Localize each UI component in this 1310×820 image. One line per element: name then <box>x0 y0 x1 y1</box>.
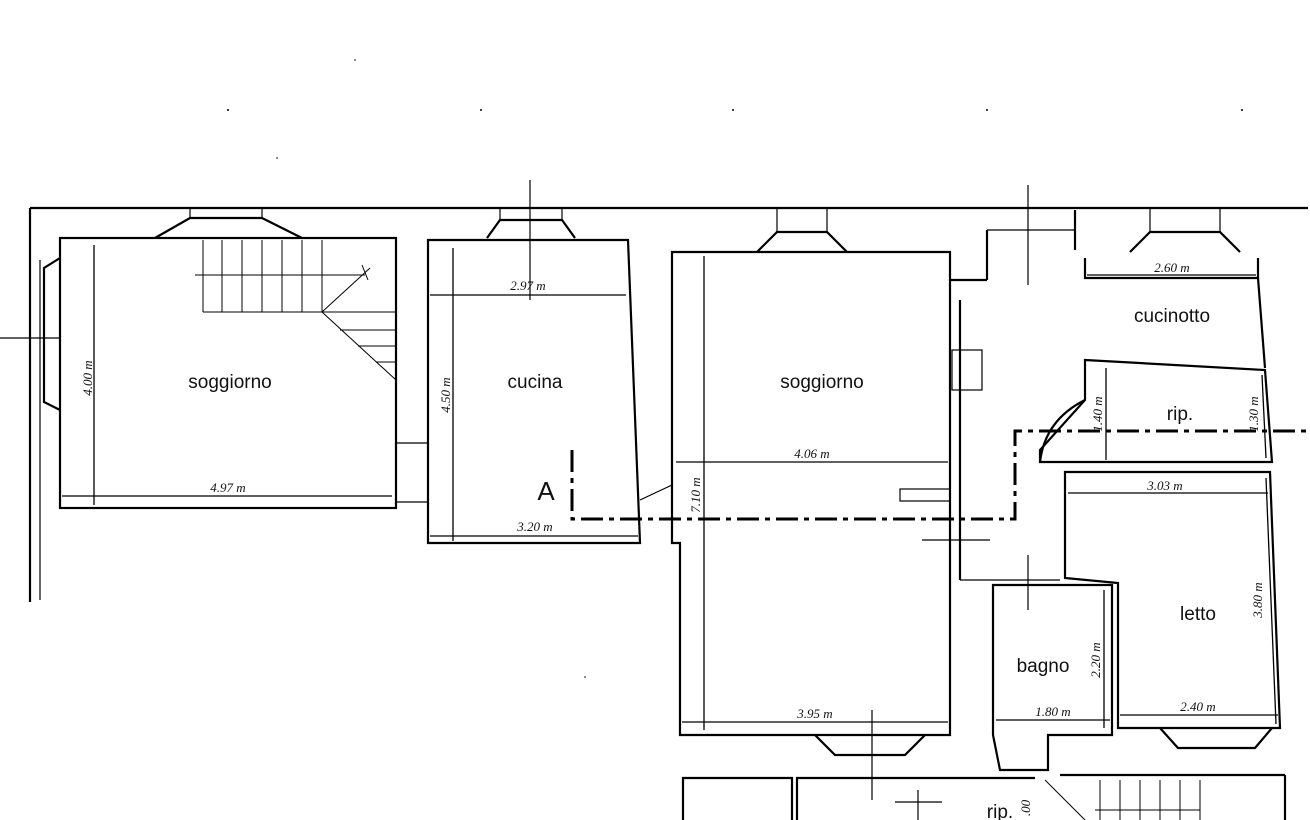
room-label-rip-upper: rip. <box>1167 404 1193 425</box>
dim-rip-right: 1.30 m <box>1246 396 1261 431</box>
room-label-soggiorno-left: soggiorno <box>188 372 271 393</box>
room-soggiorno-left: soggiorno 4.00 m 4.97 m <box>42 236 398 510</box>
room-cucinotto: 2.60 m cucinotto <box>1073 210 1267 369</box>
lower-partial-rooms: rip. .00 <box>681 773 1287 820</box>
dim-letto-bottom: 2.40 m <box>1180 699 1215 714</box>
room-label-bagno: bagno <box>1017 656 1070 677</box>
dim-soggiorno-center-bottom: 3.95 m <box>796 706 832 721</box>
room-letto: 3.03 m 3.80 m letto 2.40 m <box>1063 470 1282 750</box>
dim-rip-height: 1.40 m <box>1090 396 1105 431</box>
dim-cucina-height: 4.50 m <box>438 377 453 412</box>
dim-bottom-partial: .00 <box>1018 799 1033 816</box>
room-label-cucina: cucina <box>508 372 563 393</box>
dim-cucina-bottom: 3.20 m <box>516 519 552 534</box>
dim-soggiorno-center-width: 4.06 m <box>794 446 829 461</box>
scan-specks <box>227 59 1243 678</box>
dim-bagno-height: 2.20 m <box>1088 642 1103 677</box>
room-cucina: 2.97 m 4.50 m 3.20 m cucina <box>426 238 642 545</box>
section-line-a: A <box>537 429 1310 521</box>
dim-cucinotto-width: 2.60 m <box>1154 260 1189 275</box>
building-outline <box>0 206 1308 602</box>
dim-soggiorno-left-width: 4.97 m <box>210 480 245 495</box>
dim-bagno-width: 1.80 m <box>1035 704 1070 719</box>
dim-soggiorno-left-height: 4.00 m <box>80 360 95 395</box>
dim-cucina-top: 2.97 m <box>510 278 545 293</box>
corridor-walls <box>899 229 1075 581</box>
section-marker-label: A <box>537 476 555 506</box>
room-label-cucinotto: cucinotto <box>1134 306 1210 327</box>
dim-soggiorno-center-height: 7.10 m <box>688 477 703 512</box>
room-soggiorno-center: soggiorno 4.06 m 7.10 m 3.95 m <box>639 250 952 800</box>
room-label-rip-bottom: rip. <box>987 802 1013 820</box>
dim-letto-height: 3.80 m <box>1250 582 1265 618</box>
window-bays <box>154 180 1241 300</box>
room-label-soggiorno-center: soggiorno <box>780 372 863 393</box>
dim-letto-width: 3.03 m <box>1146 478 1182 493</box>
room-label-letto: letto <box>1180 604 1216 625</box>
room-bagno: bagno 2.20 m 1.80 m <box>991 555 1114 772</box>
staircase <box>195 240 397 381</box>
room-rip-upper: 1.40 m rip. 1.30 m <box>1038 358 1274 464</box>
